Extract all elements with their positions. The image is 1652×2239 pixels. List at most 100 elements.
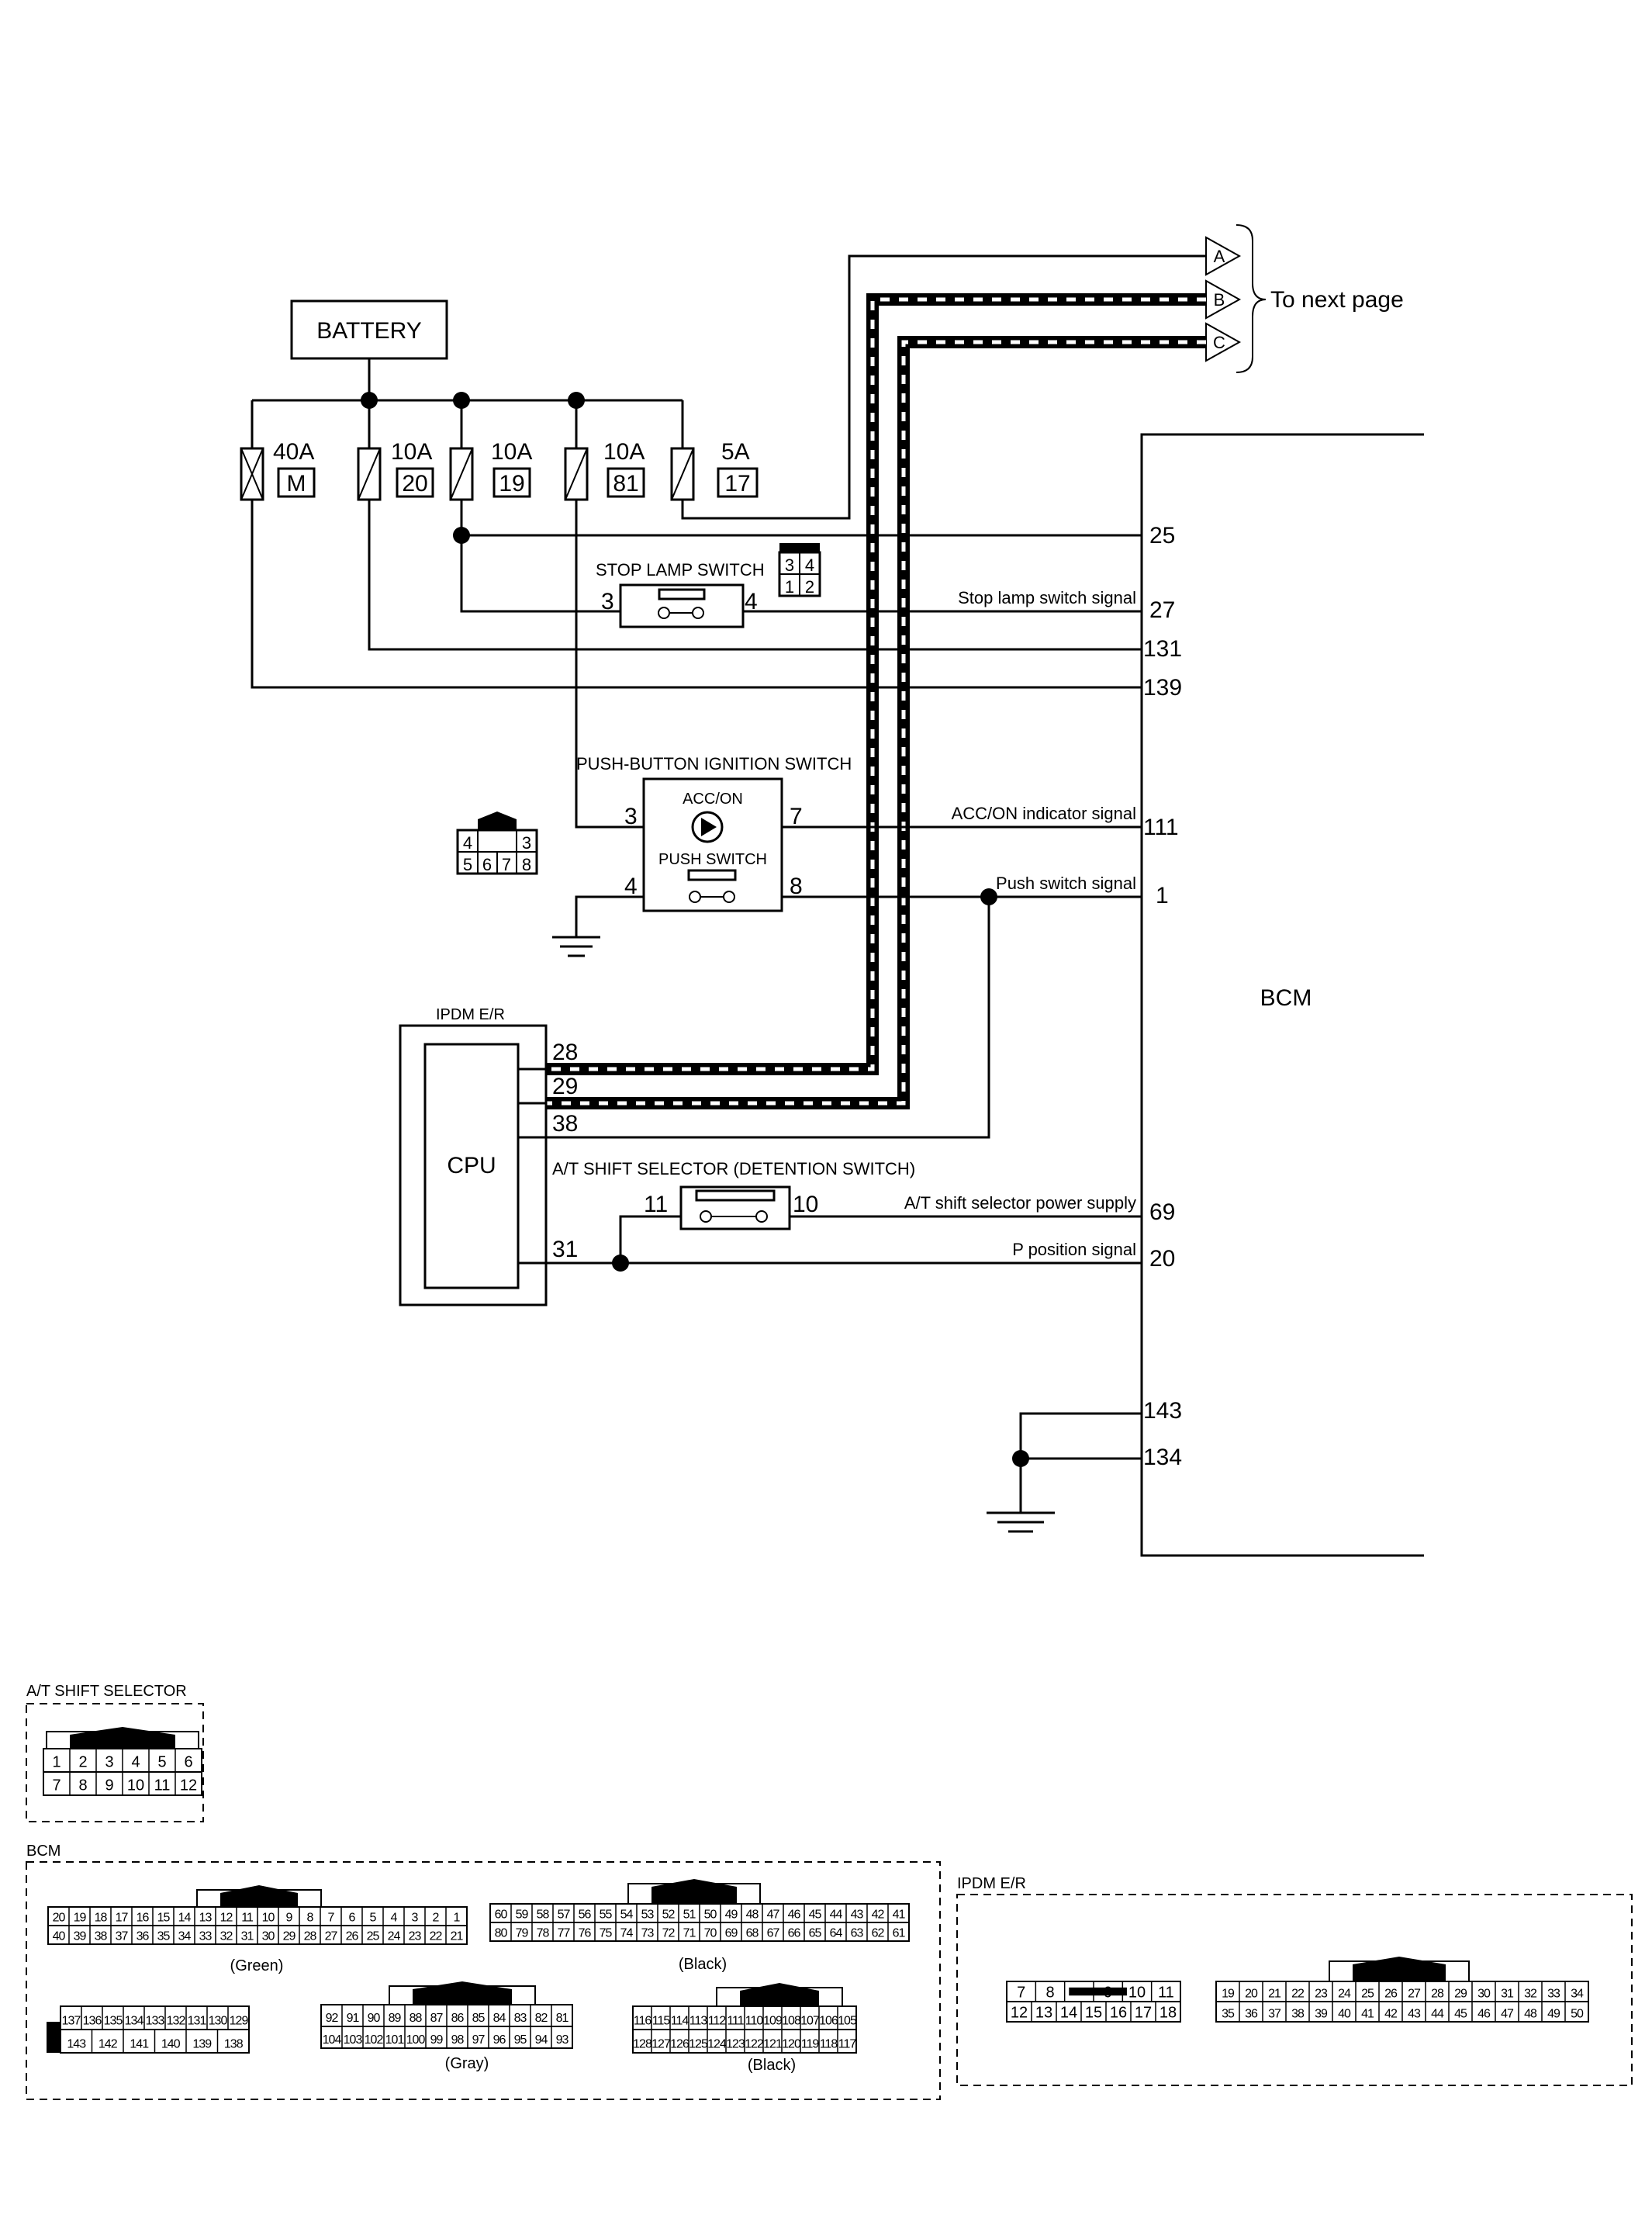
- bcm-pin-111: 111: [1143, 815, 1179, 840]
- connector-pin-number: 31: [1501, 1987, 1514, 2000]
- connector-pin-number: 45: [1454, 2007, 1467, 2020]
- connector-pin-number: 34: [1571, 1987, 1584, 2000]
- connector-pin-number: 14: [1060, 2004, 1077, 2021]
- bcm: BCM 25 27 131 139 111 1 69 20 143 134 St…: [904, 433, 1424, 1557]
- bcm-pin-134: 134: [1143, 1445, 1182, 1470]
- connector-pin-number: 92: [326, 2012, 339, 2025]
- connector-pin-number: 35: [1222, 2007, 1235, 2020]
- fuse-number: 81: [613, 471, 638, 497]
- connector-pin-number: 40: [1338, 2007, 1351, 2020]
- connector-pin-number: 70: [704, 1927, 717, 1940]
- connector-pin-number: 36: [1245, 2007, 1258, 2020]
- connector-pin-number: 38: [1291, 2007, 1305, 2020]
- connector-pin-number: 36: [137, 1930, 150, 1943]
- connector-pin-number: 75: [600, 1927, 613, 1940]
- bcm-pin-131: 131: [1143, 636, 1182, 662]
- connector-pin-number: 23: [1315, 1987, 1328, 2000]
- connector-pin-number: 85: [472, 2012, 486, 2025]
- connector-pin-number: 95: [514, 2033, 527, 2047]
- connector-pin-number: 42: [872, 1909, 885, 1922]
- connector-pin-number: 116: [634, 2014, 652, 2027]
- connector-pin-number: 113: [689, 2014, 708, 2027]
- connector-pin-number: 10: [262, 1912, 275, 1925]
- connector-pin-number: 48: [746, 1909, 759, 1922]
- connector-pin-number: 11: [154, 1777, 171, 1794]
- svg-text:2: 2: [805, 577, 814, 597]
- at-shift-selector-switch: A/T SHIFT SELECTOR (DETENTION SWITCH) 11…: [552, 1159, 915, 1230]
- connector-pin-number: 44: [1431, 2007, 1444, 2020]
- svg-text:3: 3: [785, 555, 794, 575]
- at-shift-title: A/T SHIFT SELECTOR (DETENTION SWITCH): [552, 1159, 915, 1178]
- connector-pin-number: 137: [62, 2014, 81, 2027]
- connector-pin-number: 7: [328, 1912, 335, 1925]
- connector-pin-number: 15: [157, 1912, 171, 1925]
- connector-pin-number: 48: [1524, 2007, 1537, 2020]
- connector-pin-number: 41: [893, 1909, 906, 1922]
- ground-symbol-ignition: [552, 936, 600, 957]
- connector-pin-number: 20: [1245, 1987, 1258, 2000]
- connector-pin-number: 128: [633, 2037, 652, 2050]
- connector-pin-number: 29: [1454, 1987, 1467, 2000]
- connector-pin-number: 138: [224, 2037, 244, 2050]
- svg-text:B: B: [1214, 290, 1225, 310]
- connector-pin-number: 55: [600, 1909, 613, 1922]
- connector-pin-number: 120: [782, 2037, 801, 2050]
- connector-pin-number: 14: [178, 1912, 192, 1925]
- connector-pin-number: 33: [199, 1930, 213, 1943]
- connector-pin-number: 10: [1128, 1984, 1146, 2001]
- connector-pin-number: 28: [304, 1930, 317, 1943]
- connector-pin-number: 4: [131, 1753, 140, 1770]
- connector-pin-number: 104: [323, 2033, 342, 2047]
- bcm-pin-25: 25: [1149, 523, 1175, 549]
- stop-lamp-signal-label: Stop lamp switch signal: [958, 588, 1136, 607]
- fuse-amp: 5A: [721, 439, 750, 465]
- connector-pin-number: 46: [1477, 2007, 1491, 2020]
- offpage-label: To next page: [1270, 287, 1404, 313]
- connector-pin-number: 32: [1524, 1987, 1537, 2000]
- connector-pin-number: 62: [872, 1927, 885, 1940]
- at-shift-pin-10: 10: [793, 1192, 818, 1217]
- connector-pin-number: 64: [830, 1927, 843, 1940]
- ground-symbol-bcm: [987, 1511, 1055, 1533]
- connector-pin-number: 25: [1361, 1987, 1374, 2000]
- push-button-ignition-switch: PUSH-BUTTON IGNITION SWITCH ACC/ON PUSH …: [576, 754, 852, 912]
- connector-pin-number: 51: [683, 1909, 696, 1922]
- connector-pin-number: 53: [641, 1909, 655, 1922]
- svg-text:4: 4: [463, 833, 472, 853]
- connector-pin-number: 110: [745, 2014, 764, 2027]
- fuse-number: 17: [724, 471, 750, 497]
- connector-pin-number: 123: [726, 2037, 745, 2050]
- connector-pin-number: 99: [430, 2033, 444, 2047]
- bcm-connector-title: BCM: [26, 1843, 60, 1860]
- green-label: (Green): [230, 1957, 284, 1974]
- connector-pin-number: 34: [178, 1930, 192, 1943]
- connector-pin-number: 54: [620, 1909, 634, 1922]
- svg-text:6: 6: [482, 855, 492, 874]
- connector-pin-number: 42: [1384, 2007, 1398, 2020]
- ignition-pin-3: 3: [624, 804, 638, 829]
- connector-pin-number: 28: [1431, 1987, 1444, 2000]
- fuse-number: 20: [402, 471, 427, 497]
- connector-pin-number: 39: [74, 1930, 87, 1943]
- gray-label: (Gray): [445, 2055, 489, 2072]
- bcm-pin-1: 1: [1156, 883, 1169, 908]
- connector-pin-number: 90: [368, 2012, 381, 2025]
- connector-pin-number: 33: [1547, 1987, 1560, 2000]
- connector-pin-number: 63: [851, 1927, 864, 1940]
- connector-pin-number: 17: [116, 1912, 129, 1925]
- connector-pin-number: 71: [683, 1927, 696, 1940]
- connector-pin-number: 18: [1160, 2004, 1177, 2021]
- stop-lamp-switch: STOP LAMP SWITCH 3 4: [596, 560, 765, 628]
- connector-pin-number: 21: [1268, 1987, 1281, 2000]
- connector-pin-number: 5: [157, 1753, 166, 1770]
- connector-pin-number: 61: [893, 1927, 906, 1940]
- ipdm-connector-title: IPDM E/R: [957, 1875, 1026, 1892]
- connector-pin-number: 131: [188, 2014, 207, 2027]
- connector-pin-number: 139: [192, 2037, 212, 2050]
- connector-pin-number: 19: [1222, 1987, 1235, 2000]
